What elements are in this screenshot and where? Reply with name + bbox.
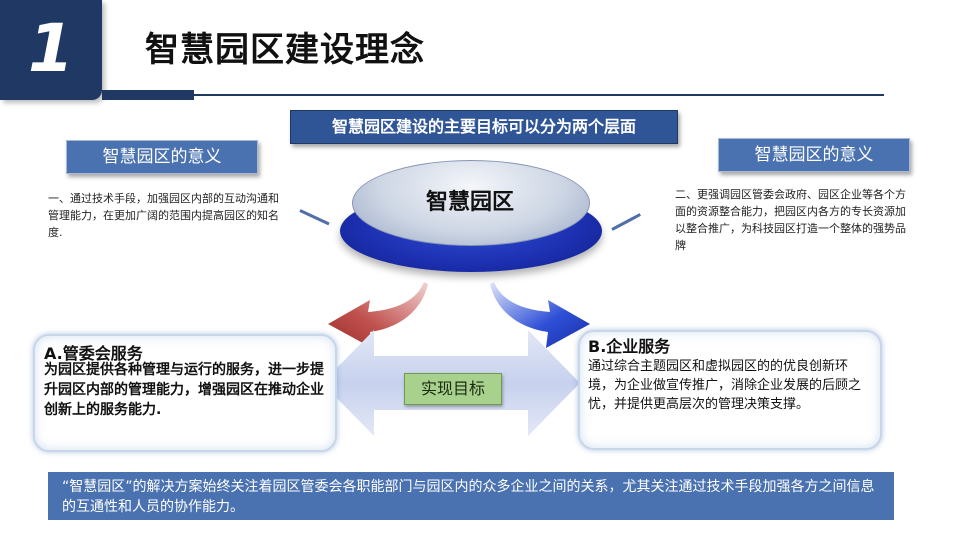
service-b-text: 通过综合主题园区和虚拟园区的的优良创新环境，为企业做宣传推广，消除企业发展的后顾… — [588, 359, 862, 412]
service-box-b — [578, 330, 882, 450]
page-title: 智慧园区建设理念 — [145, 30, 425, 70]
meaning-text-right: 二、更强调园区管委会政府、园区企业等各个方面的资源整合能力，把园区内各方的专长资… — [675, 188, 906, 252]
section-number-badge: 1 — [0, 0, 102, 100]
meaning-text-left: 一、通过技术手段，加强园区内部的互动沟通和管理能力，在更加广阔的范围内提高园区的… — [48, 192, 279, 239]
service-b-title: B.企业服务 — [588, 337, 671, 356]
goal-banner: 智慧园区建设的主要目标可以分为两个层面 — [290, 110, 678, 144]
center-label: 智慧园区 — [425, 190, 514, 215]
section-number: 1 — [28, 10, 74, 87]
meaning-label-right: 智慧园区的意义 — [718, 138, 910, 172]
summary-box: “智慧园区”的解决方案始终关注着园区管委会各职能部门与园区内的众多企业之间的关系… — [48, 472, 894, 520]
goal-label: 实现目标 — [404, 373, 502, 405]
meaning-label-left: 智慧园区的意义 — [66, 140, 258, 174]
curved-arrow-right-icon — [490, 282, 590, 348]
header-divider — [194, 94, 884, 96]
curved-arrow-left-icon — [328, 282, 428, 348]
center-disc-top — [352, 160, 590, 246]
connector-line-right — [611, 213, 641, 231]
service-box-a — [33, 334, 337, 452]
service-a-text: 为园区提供各种管理与运行的服务，进一步提升园区内部的管理能力，增强园区在推动企业… — [44, 362, 324, 418]
header-accent-bar — [102, 90, 194, 100]
service-a-title: A.管委会服务 — [44, 344, 143, 363]
connector-line-left — [299, 209, 330, 226]
